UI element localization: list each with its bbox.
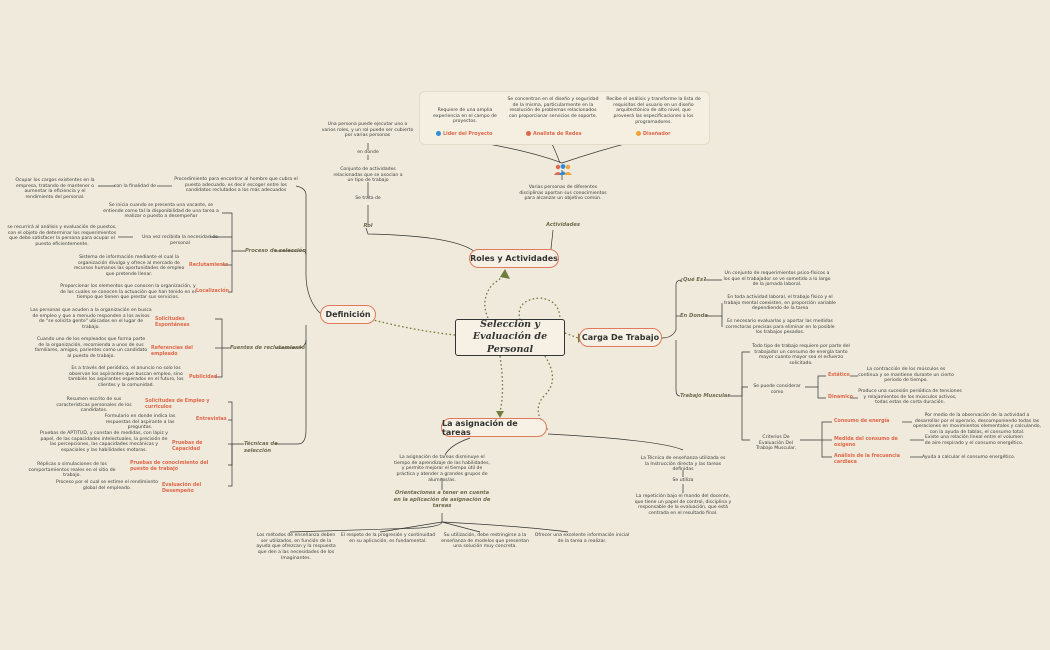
label-trabajo-muscular[interactable]: Trabajo Muscular bbox=[680, 393, 730, 399]
asignacion-text-4: La repetición bajo el mando del docente,… bbox=[634, 494, 732, 517]
en-donde-text-1: En toda actividad laboral, el trabajo fí… bbox=[723, 295, 837, 312]
proceso-text-1b: con la finalidad de bbox=[113, 184, 157, 189]
label-consumo-energia[interactable]: Consumo de energía bbox=[834, 419, 890, 424]
tecnicas-k5-text: Proceso por el cual se estime el rendimi… bbox=[55, 480, 159, 491]
label-referencias-empleado[interactable]: Referencias del empleado bbox=[151, 346, 193, 357]
role-analyst-label: Analista de Redes bbox=[533, 132, 582, 137]
en-donde-text-2: Es necesario evaluarlas y aportar las me… bbox=[725, 319, 835, 336]
node-asignacion-tareas[interactable]: La asignación de tareas bbox=[441, 418, 547, 437]
role-analyst[interactable]: Analista de Redes bbox=[526, 131, 596, 138]
analyst-text: Se concentran en el diseño y seguridad d… bbox=[507, 97, 599, 120]
dinamico-text: Produce una sucesión periódica de tensio… bbox=[858, 389, 962, 406]
muscular-text-1: Todo tipo de trabajo requiere por parte … bbox=[752, 344, 850, 367]
designer-text: Recibe el análisis y transforme la lista… bbox=[606, 97, 701, 125]
role-leader[interactable]: Lider del Proyecto bbox=[436, 131, 506, 138]
label-solicitudes-espontaneas[interactable]: Solicitudes Espontáneas bbox=[155, 317, 190, 328]
label-pruebas-capacidad[interactable]: Pruebas de Capacidad bbox=[172, 441, 203, 452]
consumo-energia-text: Por medio de la observación de la activi… bbox=[912, 413, 1042, 436]
roles-panel bbox=[419, 91, 710, 145]
asignacion-text-1: La asignación de tareas disminuye el tie… bbox=[394, 455, 490, 483]
label-que-es[interactable]: ¿Qué Es? bbox=[680, 277, 707, 283]
label-consumo-oxigeno[interactable]: Medida del consumo de oxígeno bbox=[834, 437, 898, 448]
proceso-text-3: Una vez recibida la necesidad de persona… bbox=[142, 235, 218, 246]
orientacion-2: El respeto de la progresión y continuida… bbox=[340, 533, 436, 544]
label-fuentes-reclutamiento[interactable]: Fuentes de reclutamiento bbox=[230, 345, 305, 351]
consumo-oxigeno-text: Existe una relación lineal entre el volu… bbox=[924, 435, 1024, 446]
label-solicitudes-empleo[interactable]: Solicitudes de Empleo y curriculos bbox=[145, 399, 210, 410]
leader-icon bbox=[436, 131, 441, 136]
orientacion-3: Su utilización, debe restringirse a la e… bbox=[441, 533, 529, 550]
label-reclutamiento[interactable]: Reclutamiento bbox=[189, 263, 229, 268]
node-definicion[interactable]: Definición bbox=[320, 305, 376, 324]
proceso-text-2: Se inicia cuando se presenta una vacante… bbox=[103, 203, 219, 220]
label-en-donde[interactable]: En Donde bbox=[680, 313, 708, 319]
label-pruebas-conocimiento[interactable]: Pruebas de conocimiento del puesto de tr… bbox=[130, 461, 209, 472]
node-carga-trabajo[interactable]: Carga De Trabajo bbox=[579, 328, 662, 347]
frecuencia-cardiaca-text: Ayuda a calcular el consumo energético. bbox=[922, 455, 1016, 460]
label-entrevistas[interactable]: Entrevistas bbox=[196, 417, 227, 422]
fuentes-s2-text: Cuando uno de los empleados que forma pa… bbox=[34, 337, 148, 360]
proceso-text-1: Procedimiento para encontrar al hombre q… bbox=[174, 177, 298, 194]
designer-icon bbox=[636, 131, 641, 136]
tecnicas-k3-text: Pruebas de APTITUD, y constan de medidas… bbox=[40, 431, 168, 454]
label-proceso-seleccion[interactable]: Proceso de selección bbox=[245, 248, 306, 254]
fuentes-s3-text: Es a través del periódico, el anuncio no… bbox=[68, 366, 184, 389]
label-evaluacion-desempeno[interactable]: Evaluación del Desempeño bbox=[162, 483, 202, 494]
analyst-icon bbox=[526, 131, 531, 136]
muscular-text-2: Se puede considerar como bbox=[753, 384, 801, 395]
reclutamiento-text: Sistema de información mediante el cual … bbox=[73, 255, 185, 278]
people-icon bbox=[554, 164, 572, 175]
label-estatico[interactable]: Estático bbox=[828, 373, 850, 378]
tecnicas-k2-text: Formulario en donde indica las respuesta… bbox=[104, 414, 176, 431]
role-designer[interactable]: Diseñador bbox=[636, 131, 696, 138]
label-orientaciones[interactable]: Orientaciones a tener en cuenta en la ap… bbox=[393, 490, 491, 509]
estatico-text: La contracción de los músculos es contin… bbox=[858, 367, 954, 384]
label-actividades[interactable]: Actividades bbox=[546, 222, 580, 228]
rol-text-3: Conjunto de actividades relacionadas que… bbox=[333, 167, 403, 184]
leader-text: Requiere de una amplia experiencia en el… bbox=[433, 108, 497, 125]
role-leader-label: Lider del Proyecto bbox=[443, 132, 493, 137]
label-dinamico[interactable]: Dinamico bbox=[828, 395, 854, 400]
orientacion-1: Los métodos de enseñanza deben ser utili… bbox=[256, 533, 336, 561]
proceso-text-3b: se recurrirá al análisis y evaluación de… bbox=[7, 225, 117, 248]
label-localizacion[interactable]: Localización bbox=[196, 289, 229, 294]
rol-text-2: en donde bbox=[357, 150, 379, 155]
label-rol[interactable]: Rol bbox=[363, 223, 373, 229]
proceso-text-1c: Ocupar los cargos existentes en la empre… bbox=[15, 178, 95, 201]
rol-text-4: Se trata de bbox=[355, 196, 381, 201]
orientacion-4: Ofrecer una excelente información inicia… bbox=[534, 533, 630, 544]
tecnicas-k4-text: Réplicas o simulaciones de los comportam… bbox=[28, 462, 116, 479]
central-topic[interactable]: Selección y Evaluación de Personal bbox=[455, 319, 565, 356]
asignacion-text-3: Se utiliza bbox=[672, 478, 694, 483]
label-publicidad[interactable]: Publicidad bbox=[189, 375, 218, 380]
que-es-text: Un conjunto de requerimientos psico-físi… bbox=[723, 271, 831, 288]
role-designer-label: Diseñador bbox=[643, 132, 671, 137]
label-tecnicas-seleccion[interactable]: Técnicas de selección bbox=[244, 441, 278, 454]
tecnicas-k1-text: Resumen escrito de sus características p… bbox=[56, 397, 132, 414]
label-frecuencia-cardiaca[interactable]: Análisis de la frecuencia cardiaca bbox=[834, 454, 900, 465]
localizacion-text: Proporcionar los elementos que conocen l… bbox=[60, 284, 196, 301]
actividades-text: Varias personas de diferentes disciplina… bbox=[519, 185, 607, 202]
criterios-text: Criterios De Evaluación Del Trabajo Musc… bbox=[756, 435, 796, 452]
node-roles-actividades[interactable]: Roles y Actividades bbox=[469, 249, 559, 268]
rol-text-1: Una persona puede ejecutar uno o varios … bbox=[321, 122, 414, 139]
asignacion-text-2: La Técnica de enseñanza utilizada es la … bbox=[640, 456, 726, 473]
fuentes-s1-text: Las personas que acuden a la organizació… bbox=[30, 308, 152, 331]
